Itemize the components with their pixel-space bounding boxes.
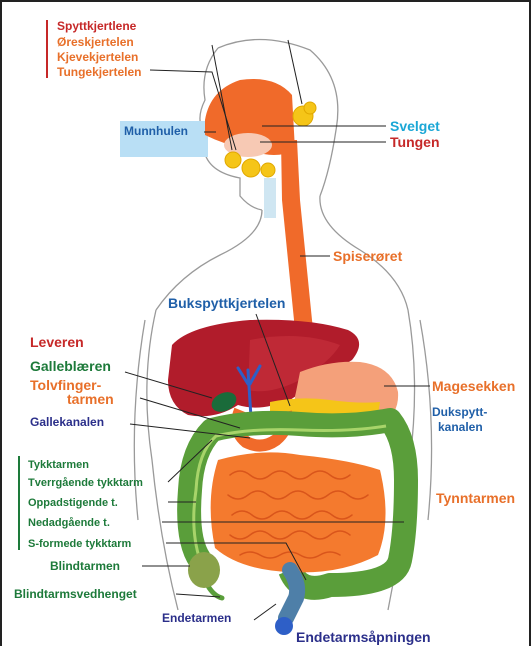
label-nedadgaende: Nedadgående t. — [28, 516, 110, 530]
colon-bracket — [18, 456, 20, 550]
label-kjevekjertelen: Kjevekjertelen — [57, 51, 138, 64]
label-endetarmsapningen: Endetarmsåpningen — [296, 630, 431, 645]
label-spyttkjertlene: Spyttkjertlene — [57, 20, 136, 33]
label-s-formede: S-formede tykktarm — [28, 537, 131, 551]
sublingual-gland — [242, 159, 260, 177]
label-galleblaeren: Galleblæren — [30, 359, 111, 374]
arm-left-line — [134, 320, 145, 520]
label-blindtarmsvedhenget: Blindtarmsvedhenget — [14, 588, 137, 601]
label-tykktarmen: Tykktarmen — [28, 458, 89, 472]
arm-right-line — [420, 320, 432, 520]
label-svelget: Svelget — [390, 119, 440, 134]
label-dukspytt-2: kanalen — [438, 421, 483, 434]
small-intestine — [211, 452, 386, 572]
label-tynntarmen: Tynntarmen — [436, 491, 515, 506]
submandibular-gland — [225, 152, 241, 168]
label-magesekken: Magesekken — [432, 379, 515, 394]
label-tungen: Tungen — [390, 135, 440, 150]
label-spiseroret: Spiserøret — [333, 249, 402, 264]
label-tverrgaende: Tverrgående tykktarm — [28, 476, 143, 490]
label-blindtarmen: Blindtarmen — [50, 560, 120, 573]
salivary-bracket — [46, 20, 48, 78]
label-munnhulen: Munnhulen — [124, 125, 188, 138]
sublingual-gland-2 — [261, 163, 275, 177]
label-oppadstigende: Oppadstigende t. — [28, 496, 118, 510]
label-bukspyttkjertelen: Bukspyttkjertelen — [168, 296, 285, 311]
rectum — [286, 570, 297, 618]
label-tolvfingertarmen-2: tarmen — [67, 392, 114, 407]
anal-canal — [275, 617, 293, 635]
label-endetarmen: Endetarmen — [162, 612, 231, 625]
parotid-gland-2 — [304, 102, 316, 114]
leader-endetarmen — [254, 604, 276, 620]
label-dukspytt-1: Dukspytt- — [432, 406, 487, 419]
label-gallekanalen: Gallekanalen — [30, 416, 104, 429]
trachea — [264, 178, 276, 218]
label-leveren: Leveren — [30, 335, 84, 350]
label-tungekjertelen: Tungekjertelen — [57, 66, 141, 79]
cecum — [188, 552, 220, 588]
label-oreskjertelen: Øreskjertelen — [57, 36, 134, 49]
